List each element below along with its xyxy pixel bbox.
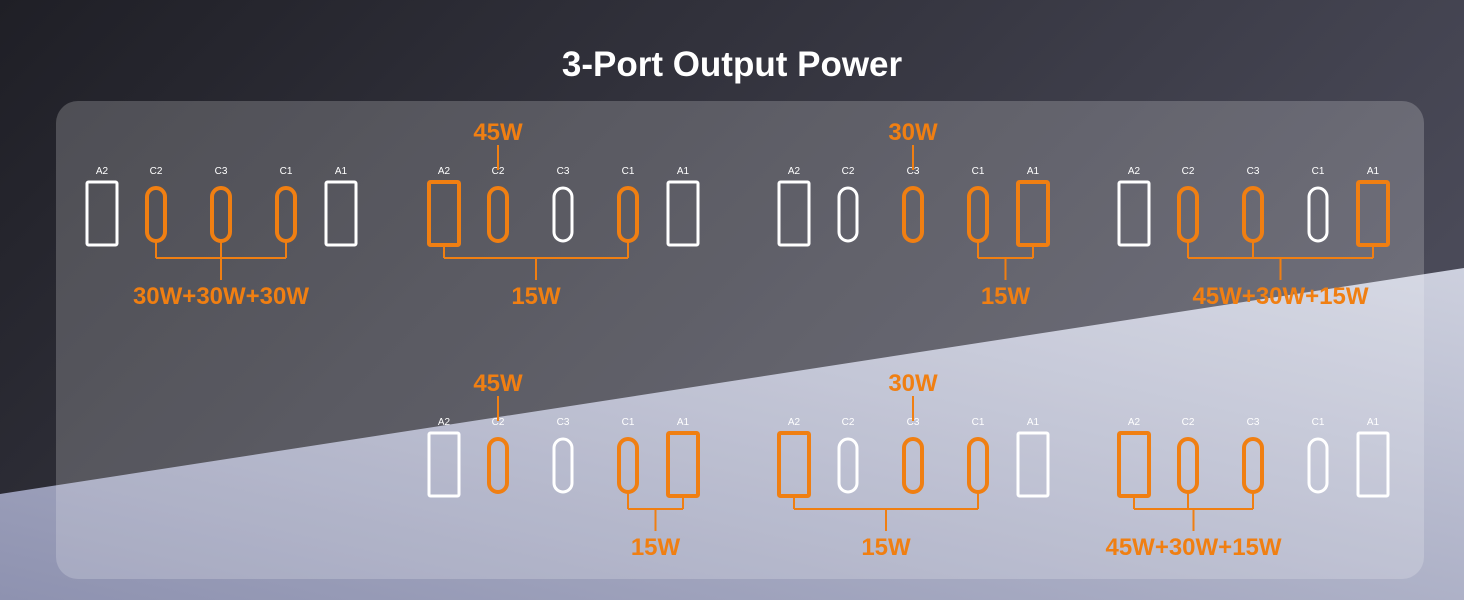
port-label: C1: [622, 417, 635, 428]
port-label: C3: [215, 166, 228, 177]
top-power-label: 30W: [888, 370, 938, 397]
port-a2-usb-a: [85, 180, 119, 247]
port-label: C1: [280, 166, 293, 177]
port-label: C3: [1247, 166, 1260, 177]
bottom-power-label: 45W+30W+15W: [1105, 534, 1281, 561]
config-1: A2 C2 C3 C1 A1 30W+30W+30W: [85, 166, 358, 310]
port-label: A2: [438, 417, 451, 428]
port-label: C3: [907, 166, 920, 177]
port-a2-usb-a: [1117, 180, 1151, 247]
port-label: A1: [677, 417, 690, 428]
port-a1-usb-a: [666, 180, 700, 247]
port-label: C3: [557, 417, 570, 428]
config-3: A2 C2 C3 C1 A1 30W 15W: [777, 119, 1050, 310]
port-label: A1: [1367, 166, 1380, 177]
config-2: A2 C2 C3 C1 A1 45W 15W: [427, 119, 700, 310]
bottom-power-label: 45W+30W+15W: [1192, 283, 1368, 310]
port-label: C1: [1312, 166, 1325, 177]
port-label: C1: [972, 417, 985, 428]
port-label: C2: [842, 417, 855, 428]
port-label: A1: [1027, 417, 1040, 428]
bottom-power-label: 15W: [631, 534, 681, 561]
content-panel: [56, 101, 1424, 579]
port-label: A1: [677, 166, 690, 177]
port-label: A2: [1128, 166, 1141, 177]
config-5: A2 C2 C3 C1 A1 45W 15W: [427, 370, 700, 561]
bottom-power-label: 15W: [861, 534, 911, 561]
port-c2-usb-c: [837, 437, 859, 494]
port-label: C2: [1182, 166, 1195, 177]
port-label: C2: [1182, 417, 1195, 428]
port-label: C1: [972, 166, 985, 177]
port-label: A1: [1367, 417, 1380, 428]
top-power-label: 30W: [888, 119, 938, 146]
port-c2-usb-c: [487, 437, 509, 494]
port-label: C1: [1312, 417, 1325, 428]
port-c3-usb-c: [902, 437, 924, 494]
port-c3-usb-c: [552, 186, 574, 243]
background-light-wedge: [0, 268, 1464, 600]
port-label: C1: [622, 166, 635, 177]
port-a1-usb-a: [1356, 431, 1390, 498]
port-c3-usb-c: [902, 186, 924, 243]
port-label: C3: [907, 417, 920, 428]
port-label: C3: [557, 166, 570, 177]
port-label: A2: [438, 166, 451, 177]
config-7: A2 C2 C3 C1 A1 45W+30W+15W: [1105, 417, 1390, 561]
port-c2-usb-c: [487, 186, 509, 243]
port-a2-usb-a: [777, 180, 811, 247]
port-label: A2: [96, 166, 109, 177]
page-title: 3-Port Output Power: [562, 45, 903, 84]
top-power-label: 45W: [473, 370, 523, 397]
port-a1-usb-a: [1016, 431, 1050, 498]
port-label: A1: [1027, 166, 1040, 177]
port-label: C2: [492, 166, 505, 177]
port-a2-usb-a: [427, 431, 461, 498]
port-label: C2: [842, 166, 855, 177]
port-c1-usb-c: [1307, 437, 1329, 494]
port-label: A2: [1128, 417, 1141, 428]
bottom-power-label: 15W: [511, 283, 561, 310]
top-power-label: 45W: [473, 119, 523, 146]
port-label: C2: [492, 417, 505, 428]
port-a1-usb-a: [324, 180, 358, 247]
port-c3-usb-c: [552, 437, 574, 494]
port-label: C3: [1247, 417, 1260, 428]
bottom-power-label: 30W+30W+30W: [133, 283, 309, 310]
port-label: C2: [150, 166, 163, 177]
port-c2-usb-c: [837, 186, 859, 243]
port-label: A2: [788, 417, 801, 428]
bottom-power-label: 15W: [981, 283, 1031, 310]
port-c1-usb-c: [1307, 186, 1329, 243]
config-4: A2 C2 C3 C1 A1 45W+30W+15W: [1117, 166, 1390, 310]
port-label: A1: [335, 166, 348, 177]
port-label: A2: [788, 166, 801, 177]
config-6: A2 C2 C3 C1 A1 30W 15W: [777, 370, 1050, 561]
